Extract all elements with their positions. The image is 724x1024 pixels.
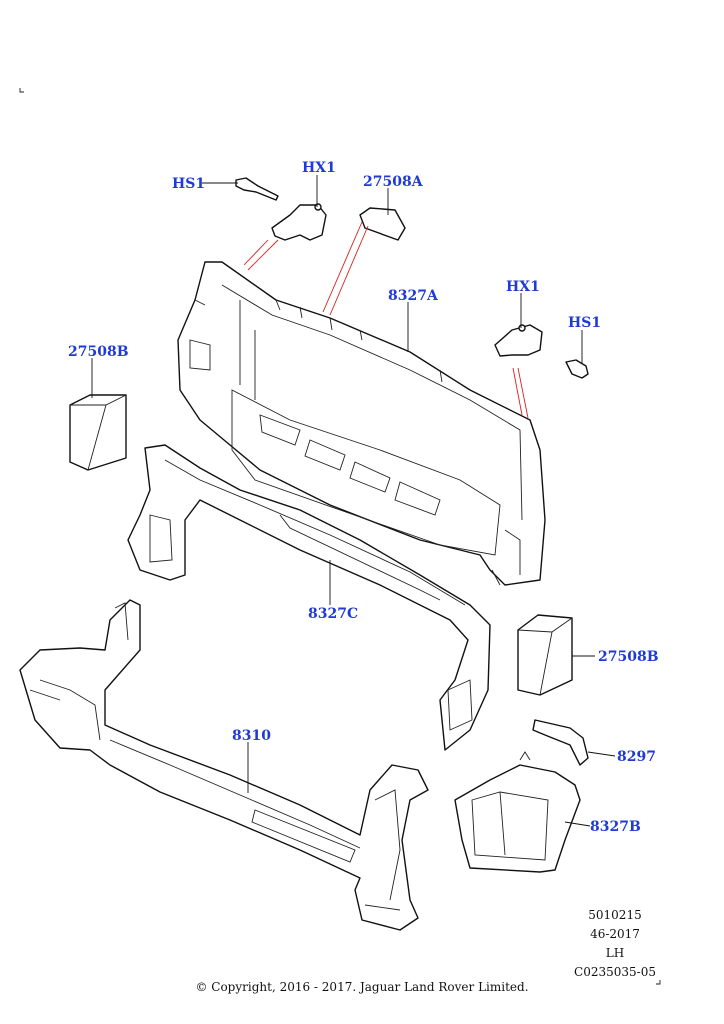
label-hx1-top: HX1 bbox=[302, 160, 336, 176]
part-hx1-top bbox=[271, 203, 327, 241]
label-hs1-top: HS1 bbox=[172, 176, 205, 192]
part-8327c bbox=[127, 444, 491, 751]
copyright-notice: © Copyright, 2016 - 2017. Jaguar Land Ro… bbox=[195, 980, 529, 994]
label-27508b-right: 27508B bbox=[598, 649, 659, 665]
corner-mark-top-left bbox=[19, 88, 24, 93]
label-hs1-right: HS1 bbox=[568, 315, 601, 331]
label-8297: 8297 bbox=[617, 749, 656, 765]
label-8327a: 8327A bbox=[388, 288, 439, 304]
label-hx1-right: HX1 bbox=[506, 279, 540, 295]
part-8310 bbox=[19, 599, 429, 931]
part-8297 bbox=[532, 719, 589, 766]
part-27508a bbox=[359, 207, 406, 241]
part-27508b-left bbox=[69, 394, 127, 471]
diagram-code: 5010215 bbox=[588, 908, 642, 922]
part-8327a bbox=[177, 261, 546, 586]
part-hs1-top bbox=[235, 177, 279, 201]
diagram-reference: C0235035-05 bbox=[574, 965, 656, 979]
corner-mark-bottom-right bbox=[656, 980, 661, 985]
part-27508b-right bbox=[517, 614, 573, 696]
part-hx1-right bbox=[494, 324, 543, 357]
label-8327c: 8327C bbox=[308, 606, 358, 622]
label-8327b: 8327B bbox=[590, 819, 641, 835]
part-hs1-right bbox=[565, 359, 589, 379]
part-8327b bbox=[454, 751, 581, 873]
diagram-date: 46-2017 bbox=[590, 927, 640, 941]
label-27508b-left: 27508B bbox=[68, 344, 129, 360]
label-8310: 8310 bbox=[232, 728, 271, 744]
diagram-side: LH bbox=[605, 946, 625, 960]
leader-lines bbox=[91, 175, 616, 827]
label-27508a: 27508A bbox=[363, 174, 424, 190]
